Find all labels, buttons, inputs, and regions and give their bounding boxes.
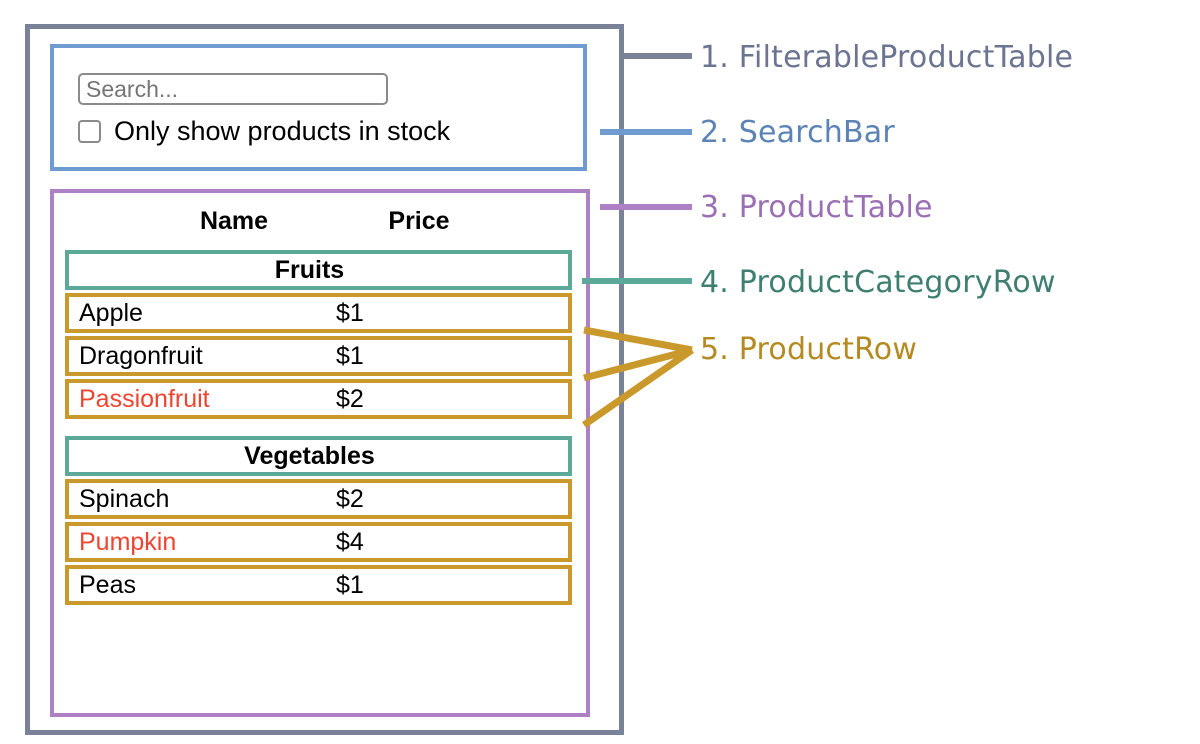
stock-filter-row[interactable]: Only show products in stock [78, 118, 450, 145]
search-bar-box: Only show products in stock [50, 44, 587, 171]
search-input[interactable] [78, 73, 388, 105]
only-in-stock-checkbox[interactable] [78, 120, 101, 143]
product-name: Pumpkin [79, 527, 177, 556]
product-row: Pumpkin $4 [65, 522, 572, 562]
legend-item-product-row: 5. ProductRow [700, 332, 918, 367]
product-table-box: Name Price Fruits Apple $1 Dragonfruit $… [50, 189, 590, 717]
column-header-name: Name [199, 206, 269, 235]
only-in-stock-label: Only show products in stock [114, 116, 451, 146]
legend-item-filterable-product-table: 1. FilterableProductTable [700, 40, 1074, 75]
column-header-price: Price [388, 206, 450, 235]
product-category-row: Fruits [65, 250, 572, 290]
product-price: $2 [336, 384, 364, 413]
product-price: $1 [336, 298, 364, 327]
legend-item-search-bar: 2. SearchBar [700, 115, 895, 150]
product-category-row: Vegetables [65, 436, 572, 476]
product-price: $1 [336, 341, 364, 370]
product-name: Dragonfruit [79, 341, 203, 370]
product-name: Peas [79, 570, 136, 599]
product-row: Passionfruit $2 [65, 379, 572, 419]
product-rows-area: Fruits Apple $1 Dragonfruit $1 Passionfr… [65, 250, 572, 608]
product-category-label: Fruits [274, 255, 345, 284]
product-price: $4 [336, 527, 364, 556]
legend-item-product-table: 3. ProductTable [700, 190, 933, 225]
product-name: Passionfruit [79, 384, 210, 413]
product-row: Dragonfruit $1 [65, 336, 572, 376]
legend-item-product-category-row: 4. ProductCategoryRow [700, 265, 1056, 300]
filterable-product-table-box: Only show products in stock Name Price F… [25, 24, 624, 735]
product-price: $2 [336, 484, 364, 513]
product-row: Peas $1 [65, 565, 572, 605]
product-table-header: Name Price [54, 203, 586, 239]
product-row: Spinach $2 [65, 479, 572, 519]
product-price: $1 [336, 570, 364, 599]
product-name: Apple [79, 298, 143, 327]
product-name: Spinach [79, 484, 170, 513]
product-category-label: Vegetables [244, 441, 375, 470]
product-row: Apple $1 [65, 293, 572, 333]
